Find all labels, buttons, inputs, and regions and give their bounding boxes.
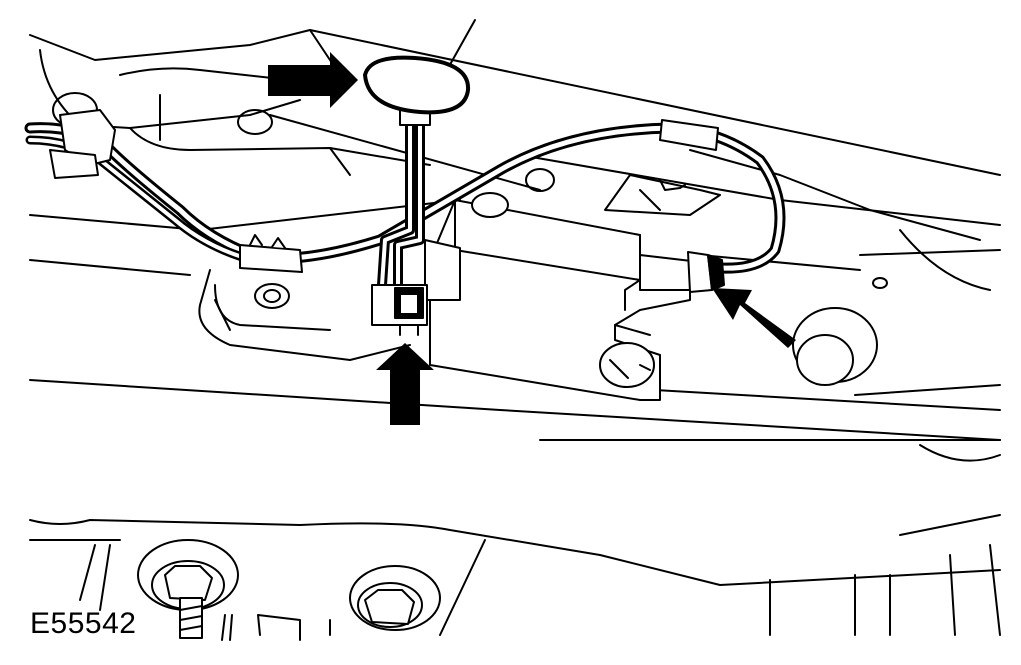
arrow-to-module-connector	[376, 343, 434, 425]
harness-connector-right	[687, 251, 725, 293]
harness-clips	[49, 99, 719, 273]
antenna-wire	[446, 19, 476, 71]
module-connector	[371, 284, 428, 336]
figure-id-label: E55542	[30, 607, 137, 640]
arrow-to-harness-connector	[712, 288, 796, 348]
body-panel-outlines	[29, 29, 1001, 636]
callout-arrows	[268, 52, 796, 425]
arrow-to-antenna-grommet	[268, 52, 358, 108]
stud-nut-left	[137, 539, 239, 639]
control-module	[424, 199, 701, 401]
module-bracket	[471, 174, 721, 218]
rubber-grommet	[792, 307, 878, 386]
antenna-grommet	[363, 55, 471, 115]
lower-panel-slots	[221, 614, 331, 641]
stud-nut-right	[349, 565, 441, 631]
